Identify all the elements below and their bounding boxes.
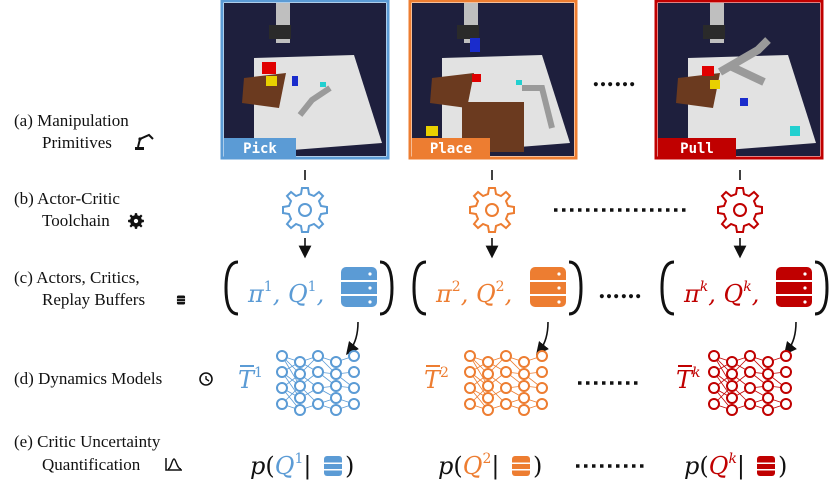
- ellipsis-row-a: ……: [592, 66, 636, 92]
- row-label-b: (b) Actor-Critic Toolchain: [14, 189, 144, 230]
- svg-text:π2, Q2,: π2, Q2,: [435, 279, 512, 308]
- svg-text:Toolchain: Toolchain: [42, 211, 110, 230]
- place-dynamics-model: T2: [424, 350, 548, 416]
- pick-uncertainty: p(Q1| ): [250, 451, 354, 481]
- row-label-d: (d) Dynamics Models: [14, 369, 213, 388]
- place-scene-image: [408, 0, 578, 160]
- row-label-a: (a) Manipulation Primitives: [14, 111, 154, 152]
- place-neural-network-icon: [464, 350, 548, 416]
- clock-icon: [199, 372, 213, 386]
- pick-gear-icon: [282, 187, 328, 233]
- place-database-icon: [530, 267, 566, 307]
- svg-text:(c) Actors, Critics,: (c) Actors, Critics,: [14, 268, 140, 287]
- primitive-column-place: Place π2, Q2, T2 p(Q2| ): [408, 0, 583, 481]
- svg-text:T2: T2: [424, 365, 449, 394]
- pick-database-icon: [341, 267, 377, 307]
- pick-actor-critic-buffer: π1, Q1,: [224, 260, 394, 316]
- svg-text:Quantification: Quantification: [42, 455, 141, 474]
- svg-text:(b) Actor-Critic: (b) Actor-Critic: [14, 189, 120, 208]
- distribution-icon: [165, 458, 182, 471]
- row-label-c: (c) Actors, Critics, Replay Buffers: [14, 268, 186, 309]
- svg-text:p(Qk|: p(Qk|: [684, 451, 745, 481]
- gear-icon: [128, 213, 144, 229]
- pull-gear-icon: [717, 187, 763, 233]
- svg-text:π1, Q1,: π1, Q1,: [247, 279, 324, 308]
- place-actor-critic-buffer: π2, Q2,: [412, 260, 583, 316]
- pick-label: Pick: [243, 141, 277, 157]
- svg-text:): ): [533, 452, 542, 480]
- primitive-column-pull: Pull πk, Qk, Tk p(Qk| ): [654, 0, 829, 481]
- svg-text:p(Q2|: p(Q2|: [438, 451, 499, 481]
- svg-text:p(Q1|: p(Q1|: [250, 451, 311, 481]
- robot-arm-icon: [135, 133, 154, 150]
- pull-scene-image: [654, 0, 824, 160]
- svg-text:(e) Critic Uncertainty: (e) Critic Uncertainty: [14, 432, 161, 451]
- row-label-e: (e) Critic Uncertainty Quantification: [14, 432, 182, 474]
- pull-label: Pull: [680, 141, 714, 157]
- pull-actor-critic-buffer: πk, Qk,: [660, 260, 829, 316]
- pull-dynamics-model: Tk: [676, 350, 792, 416]
- pull-database-small-icon: [757, 456, 775, 476]
- pick-database-small-icon: [324, 456, 342, 476]
- svg-text:): ): [778, 452, 787, 480]
- svg-text:(a) Manipulation: (a) Manipulation: [14, 111, 129, 130]
- pull-neural-network-icon: [708, 350, 792, 416]
- pick-scene-image: [220, 0, 390, 160]
- pull-arrow-to-model: [784, 321, 797, 355]
- place-label: Place: [430, 141, 472, 157]
- pull-database-icon: [776, 267, 812, 307]
- ellipsis-row-c: ……: [598, 278, 642, 304]
- place-database-small-icon: [512, 456, 530, 476]
- svg-text:……: ……: [592, 66, 636, 92]
- svg-text:Primitives: Primitives: [42, 133, 112, 152]
- pick-neural-network-icon: [276, 350, 360, 416]
- place-arrow-to-model: [536, 321, 549, 355]
- svg-text:(d) Dynamics Models: (d) Dynamics Models: [14, 369, 162, 388]
- svg-text:πk, Qk,: πk, Qk,: [683, 279, 759, 308]
- database-icon: [176, 295, 186, 305]
- svg-text:T1: T1: [238, 365, 263, 394]
- pull-uncertainty: p(Qk| ): [684, 451, 787, 481]
- primitive-column-pick: Pick π1, Q1, T1 p(Q1| ): [220, 0, 394, 481]
- pick-dynamics-model: T1: [238, 350, 360, 416]
- svg-text:Tk: Tk: [676, 365, 701, 394]
- svg-text:): ): [345, 452, 354, 480]
- svg-text:……: ……: [598, 278, 642, 304]
- place-gear-icon: [469, 187, 515, 233]
- pick-arrow-to-model: [346, 321, 359, 355]
- place-uncertainty: p(Q2| ): [438, 451, 542, 481]
- svg-text:Replay Buffers: Replay Buffers: [42, 290, 145, 309]
